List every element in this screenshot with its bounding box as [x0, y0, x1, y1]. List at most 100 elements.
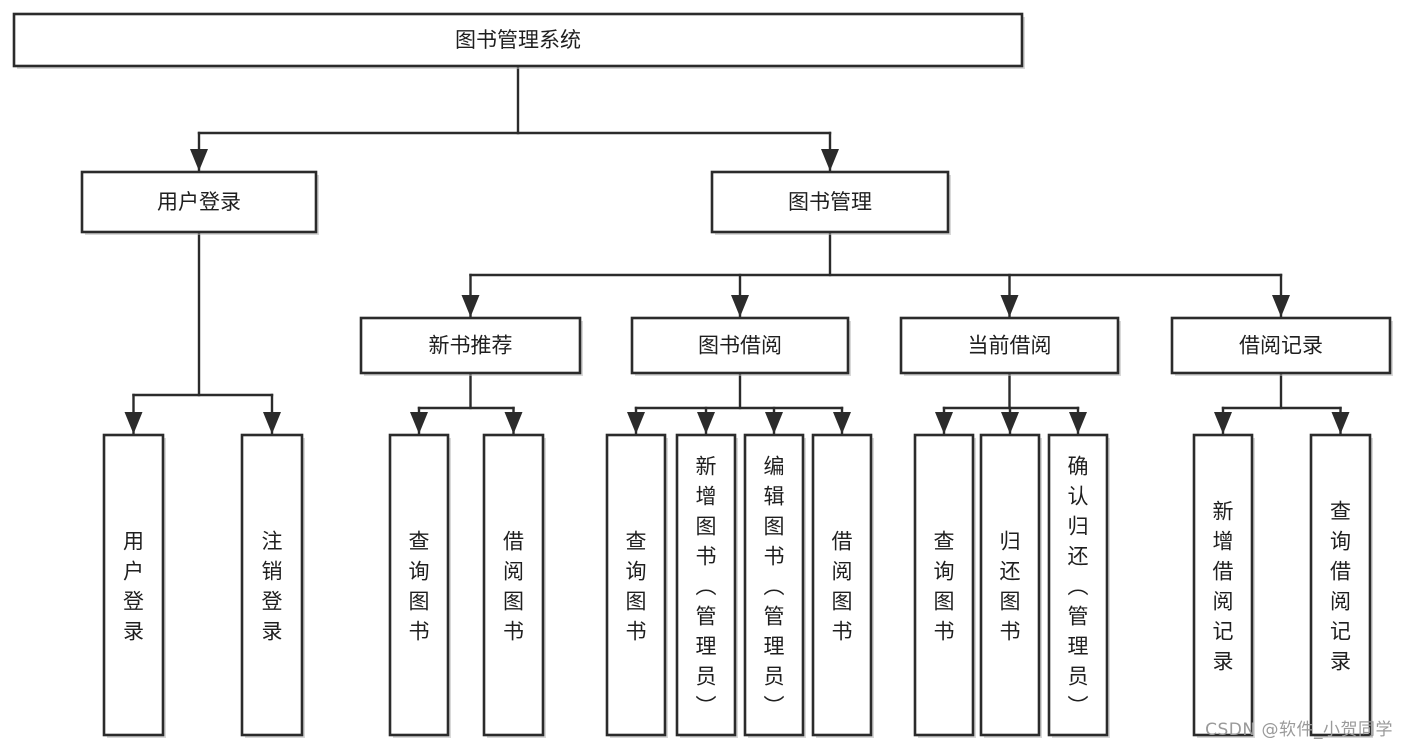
box-outline: [743, 433, 805, 737]
box-outline: [1047, 433, 1109, 737]
node-level2-0[interactable]: 用户登录: [80, 170, 319, 235]
arrow-head-icon: [263, 412, 281, 434]
svg-text:︵: ︵: [1068, 574, 1089, 598]
box-outline: [80, 170, 318, 234]
box-outline: [710, 170, 950, 234]
box-outline: [605, 433, 667, 737]
node-level3-0[interactable]: 新书推荐: [359, 316, 583, 376]
svg-text:借: 借: [832, 529, 853, 553]
svg-text:借: 借: [503, 529, 524, 553]
node-level3-1[interactable]: 图书借阅: [630, 316, 851, 376]
arrow-head-icon: [504, 412, 523, 434]
box-outline: [482, 433, 545, 737]
svg-text:还: 还: [1000, 559, 1021, 583]
arrow-head-icon: [1272, 295, 1290, 317]
arrow-head-icon: [1214, 412, 1232, 434]
node-root[interactable]: 图书管理系统: [12, 12, 1025, 69]
svg-text:书: 书: [832, 619, 853, 643]
svg-text:询: 询: [1330, 529, 1351, 553]
node-level2-1[interactable]: 图书管理: [710, 170, 951, 235]
svg-text:新: 新: [1213, 499, 1234, 523]
svg-text:增: 增: [1213, 529, 1234, 553]
svg-text:︵: ︵: [696, 574, 717, 598]
box-outline: [240, 433, 304, 737]
arrow-head-icon: [935, 412, 953, 434]
box-outline: [359, 316, 582, 375]
svg-text:员: 员: [1068, 664, 1089, 688]
arrow-head-icon: [697, 412, 715, 434]
node-label: 用户登录: [123, 529, 144, 643]
box-outline: [388, 433, 450, 737]
svg-text:认: 认: [1068, 484, 1089, 508]
svg-text:管: 管: [1068, 604, 1089, 628]
svg-text:查: 查: [934, 529, 955, 553]
svg-text:图: 图: [1000, 589, 1021, 613]
svg-text:录: 录: [1213, 649, 1234, 673]
svg-text:阅: 阅: [1330, 589, 1351, 613]
node-label: 用户登录: [157, 190, 241, 214]
svg-text:︵: ︵: [764, 574, 785, 598]
svg-text:管: 管: [764, 604, 785, 628]
svg-text:理: 理: [696, 634, 717, 658]
svg-text:阅: 阅: [503, 559, 524, 583]
svg-text:员: 员: [764, 664, 785, 688]
svg-text:录: 录: [262, 619, 283, 643]
svg-text:理: 理: [1068, 634, 1089, 658]
box-outline: [630, 316, 850, 375]
svg-text:辑: 辑: [764, 484, 785, 508]
arrow-head-icon: [821, 149, 839, 171]
box-outline: [899, 316, 1120, 375]
svg-text:理: 理: [764, 634, 785, 658]
svg-text:员: 员: [696, 664, 717, 688]
svg-text:借: 借: [1330, 559, 1351, 583]
arrow-head-icon: [1001, 412, 1019, 434]
svg-text:登: 登: [123, 589, 144, 613]
node-label: 新书推荐: [429, 334, 513, 358]
svg-text:录: 录: [1330, 649, 1351, 673]
box-outline: [12, 12, 1024, 68]
svg-text:借: 借: [1213, 559, 1234, 583]
node-level3-2[interactable]: 当前借阅: [899, 316, 1121, 376]
arrow-head-icon: [410, 412, 428, 434]
node-leaf-0[interactable]: 用户登录: [102, 433, 166, 738]
svg-text:记: 记: [1330, 619, 1351, 643]
svg-text:户: 户: [123, 559, 144, 583]
node-label: 图书管理: [788, 190, 872, 214]
svg-text:询: 询: [934, 559, 955, 583]
arrow-head-icon: [190, 149, 208, 171]
svg-text:图: 图: [832, 589, 853, 613]
arrow-head-icon: [461, 295, 480, 317]
node-level3-3[interactable]: 借阅记录: [1170, 316, 1393, 376]
box-outline: [913, 433, 975, 737]
svg-text:书: 书: [1000, 619, 1021, 643]
svg-text:登: 登: [262, 589, 283, 613]
arrow-head-icon: [627, 412, 645, 434]
box-outline: [1192, 433, 1254, 737]
svg-text:书: 书: [503, 619, 524, 643]
arrow-head-icon: [731, 295, 749, 317]
svg-text:查: 查: [1330, 499, 1351, 523]
node-label: 借阅记录: [1239, 334, 1323, 358]
svg-text:查: 查: [626, 529, 647, 553]
